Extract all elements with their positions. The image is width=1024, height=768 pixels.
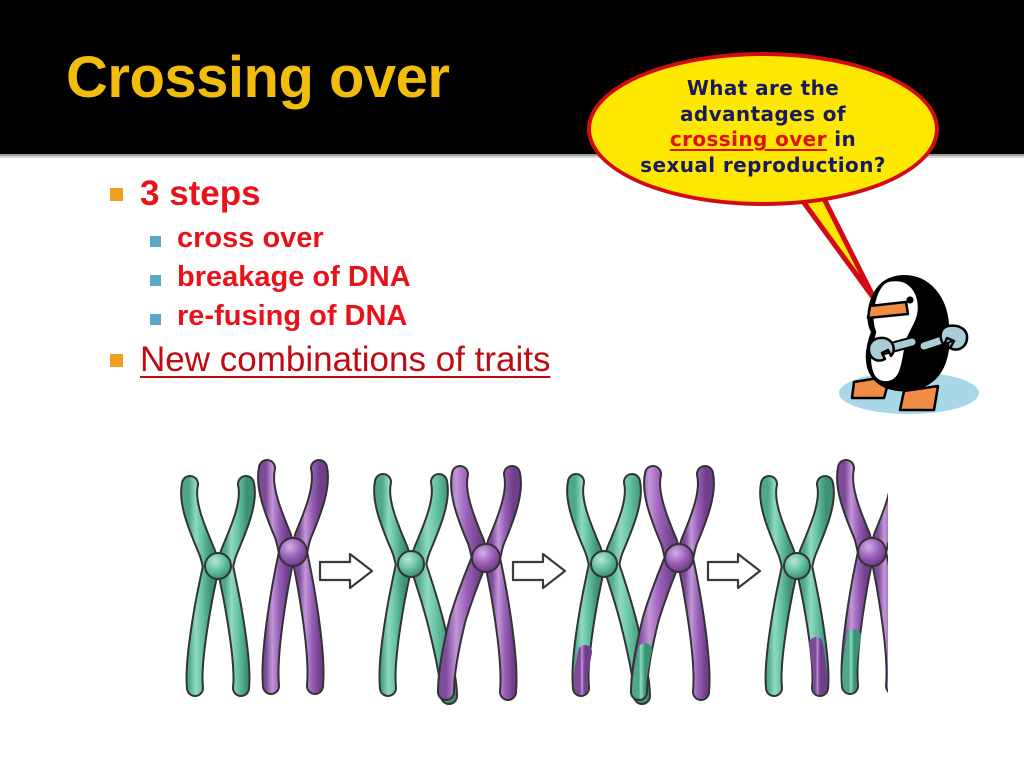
cartoon-penguin-icon: [839, 274, 979, 414]
bubble-line-1: What are the: [686, 76, 840, 100]
square-bullet-teal-icon: [150, 235, 161, 247]
bubble-line-3: crossing over in: [603, 127, 923, 153]
bubble-line-2: advantages of: [679, 101, 847, 126]
chromosome-green-stage4: [759, 475, 835, 697]
square-bullet-orange-icon: [110, 188, 123, 201]
list-item-label: breakage of DNA: [177, 261, 411, 293]
header-divider-line-dark: [0, 154, 1024, 156]
bubble-highlight-term: crossing over: [669, 127, 827, 152]
bullet-list: 3 steps cross over breakage of DNA re-fu…: [110, 172, 710, 385]
chromosome-purple-stage1: [257, 459, 329, 695]
list-item: breakage of DNA: [150, 259, 710, 295]
penguin-eye: [906, 296, 914, 304]
list-item-label: New combinations of traits: [140, 339, 551, 379]
crossing-over-diagram: [180, 459, 888, 705]
list-item: 3 steps: [110, 172, 710, 216]
chromosome-purple-stage2: [437, 465, 522, 701]
list-item: re-fusing of DNA: [150, 298, 710, 334]
chromosome-green-stage1: [180, 475, 256, 697]
list-item-label: cross over: [177, 221, 324, 254]
speech-bubble: What are the advantages of crossing over…: [585, 50, 950, 315]
stage-arrow-3-icon: [706, 552, 762, 590]
diagram-stage-1: [180, 459, 329, 697]
penguin-beak: [866, 300, 910, 320]
chromosome-purple-stage3: [630, 465, 715, 701]
speech-bubble-body: [587, 52, 939, 206]
diagram-stage-3: [566, 465, 715, 705]
square-bullet-orange-icon: [110, 353, 123, 367]
penguin-wrench-right-icon: [918, 324, 969, 352]
stage-arrow-2-icon: [511, 552, 567, 590]
diagram-stage-4: [759, 459, 888, 697]
bubble-line-3-tail: in: [826, 127, 857, 152]
list-item-label: re-fusing of DNA: [177, 300, 408, 333]
square-bullet-teal-icon: [150, 275, 161, 286]
diagram-stage-2: [373, 465, 522, 705]
penguin-wrench-icon: [867, 336, 918, 362]
square-bullet-teal-icon: [150, 314, 161, 326]
chromosome-green-stage3: [566, 473, 651, 705]
speech-bubble-text: What are the advantages of crossing over…: [603, 76, 923, 178]
penguin-foot-right: [898, 384, 940, 412]
stage-arrow-1-icon: [318, 552, 374, 590]
page-title: Crossing over: [66, 45, 450, 110]
chromosome-green-stage2: [373, 473, 458, 705]
chromosome-purple-stage4: [836, 459, 888, 695]
list-item-label: 3 steps: [140, 174, 261, 213]
list-item: New combinations of traits: [110, 338, 710, 382]
bubble-line-4: sexual reproduction?: [640, 152, 886, 177]
list-item: cross over: [150, 220, 710, 256]
header-divider-line-light: [0, 156, 1024, 158]
